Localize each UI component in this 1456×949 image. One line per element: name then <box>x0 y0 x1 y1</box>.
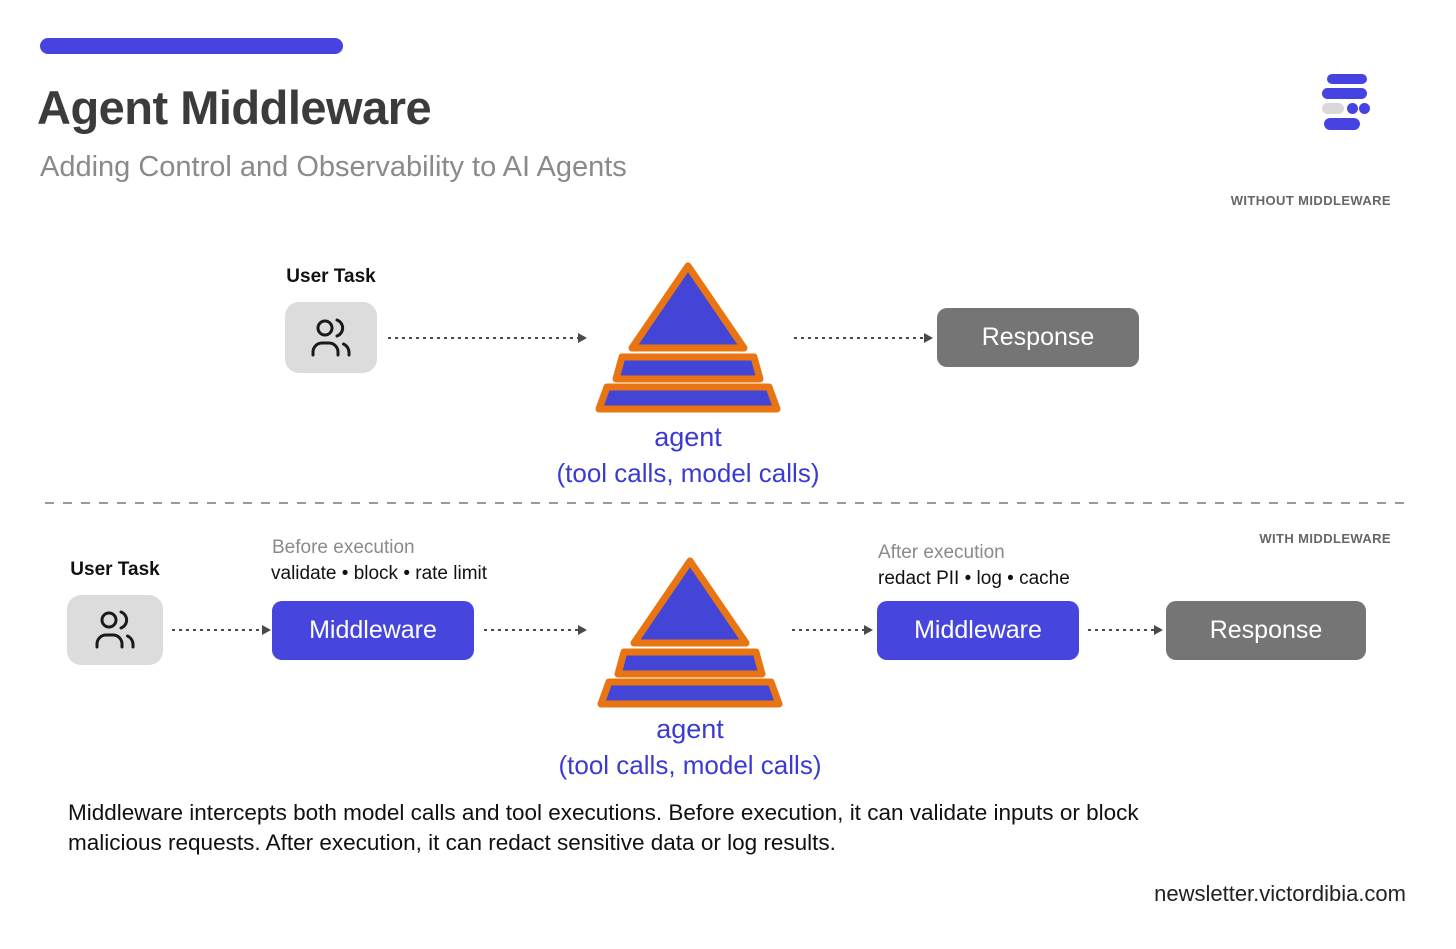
dashed-arrow <box>484 625 587 635</box>
dashed-arrow <box>1088 625 1163 635</box>
user-task-label: User Task <box>286 266 376 287</box>
page-subtitle: Adding Control and Observability to AI A… <box>40 151 627 183</box>
dashed-arrow <box>794 333 933 343</box>
users-icon <box>311 318 351 356</box>
response-box: Response <box>1166 601 1366 660</box>
agent-label-group: agent (tool calls, model calls) <box>533 422 843 489</box>
agent-pyramid-icon <box>593 258 783 419</box>
agent-sublabel: (tool calls, model calls) <box>556 458 820 488</box>
agent-sublabel: (tool calls, model calls) <box>558 750 822 780</box>
user-task-box <box>67 595 163 665</box>
accent-bar <box>40 38 343 54</box>
after-execution-detail: redact PII • log • cache <box>878 568 1070 589</box>
site-url: newsletter.victordibia.com <box>1154 881 1406 906</box>
agent-label: agent <box>654 422 722 452</box>
page-title: Agent Middleware <box>37 81 432 134</box>
response-box: Response <box>937 308 1139 367</box>
after-execution-title: After execution <box>878 542 1005 563</box>
dashed-arrow <box>388 333 587 343</box>
agent-label-group: agent (tool calls, model calls) <box>535 714 845 781</box>
user-task-box <box>285 302 377 373</box>
agent-label: agent <box>656 714 724 744</box>
agent-pyramid-icon <box>595 553 785 714</box>
section-label-without-middleware: WITHOUT MIDDLEWARE <box>1230 193 1391 208</box>
users-icon <box>95 610 135 649</box>
description-text: Middleware intercepts both model calls a… <box>68 800 1139 855</box>
brand-logo-icon <box>1320 74 1370 132</box>
before-execution-detail: validate • block • rate limit <box>271 563 488 584</box>
before-execution-title: Before execution <box>272 537 415 558</box>
middleware-after-box: Middleware <box>877 601 1079 660</box>
dashed-arrow <box>792 625 873 635</box>
dashed-arrow <box>172 625 271 635</box>
dashed-divider <box>45 502 1411 504</box>
middleware-before-box: Middleware <box>272 601 474 660</box>
section-label-with-middleware: WITH MIDDLEWARE <box>1259 531 1391 546</box>
user-task-label: User Task <box>70 559 160 580</box>
